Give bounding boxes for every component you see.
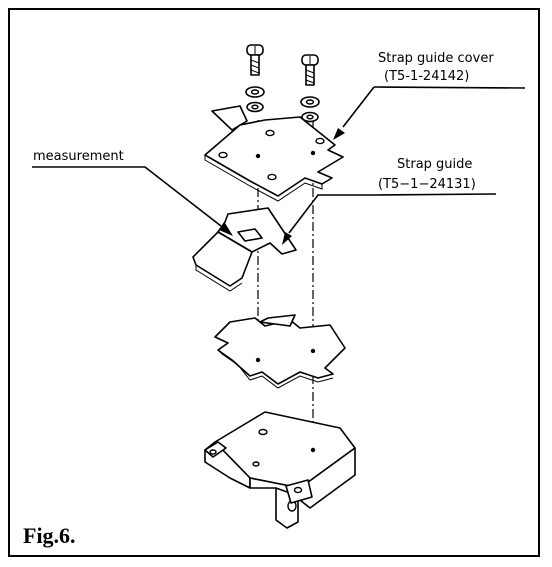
strap-guide-cover-label: Strap guide cover (378, 51, 494, 66)
screw-left (246, 44, 264, 76)
strap-guide-label-underline (373, 193, 497, 196)
washer-right (300, 96, 320, 123)
cover-leader-line (342, 86, 375, 128)
strap-guide-leader-line (288, 194, 374, 234)
measurement-leader-arrowhead (219, 223, 233, 236)
strap-guide-cover-part (204, 105, 344, 202)
strap-guide-part-number: (T5−1−24131) (378, 177, 476, 192)
washer-left (245, 86, 265, 113)
cover-label-underline (373, 86, 526, 89)
strap-guide-leader-arrowhead (282, 232, 292, 245)
cover-leader-arrowhead (333, 128, 345, 140)
bracket-part (204, 411, 356, 529)
strap-guide-label: Strap guide (397, 157, 472, 172)
measurement-leader-line (32, 166, 222, 227)
strap-guide-cover-part-number: (T5-1-24142) (384, 69, 469, 84)
base-plate-part (214, 314, 346, 389)
leader-lines (32, 86, 526, 245)
measurement-label: measurement (33, 149, 124, 164)
screw-right (301, 54, 319, 86)
figure-caption: Fig.6. (23, 523, 76, 548)
strap-guide-part (192, 207, 297, 292)
